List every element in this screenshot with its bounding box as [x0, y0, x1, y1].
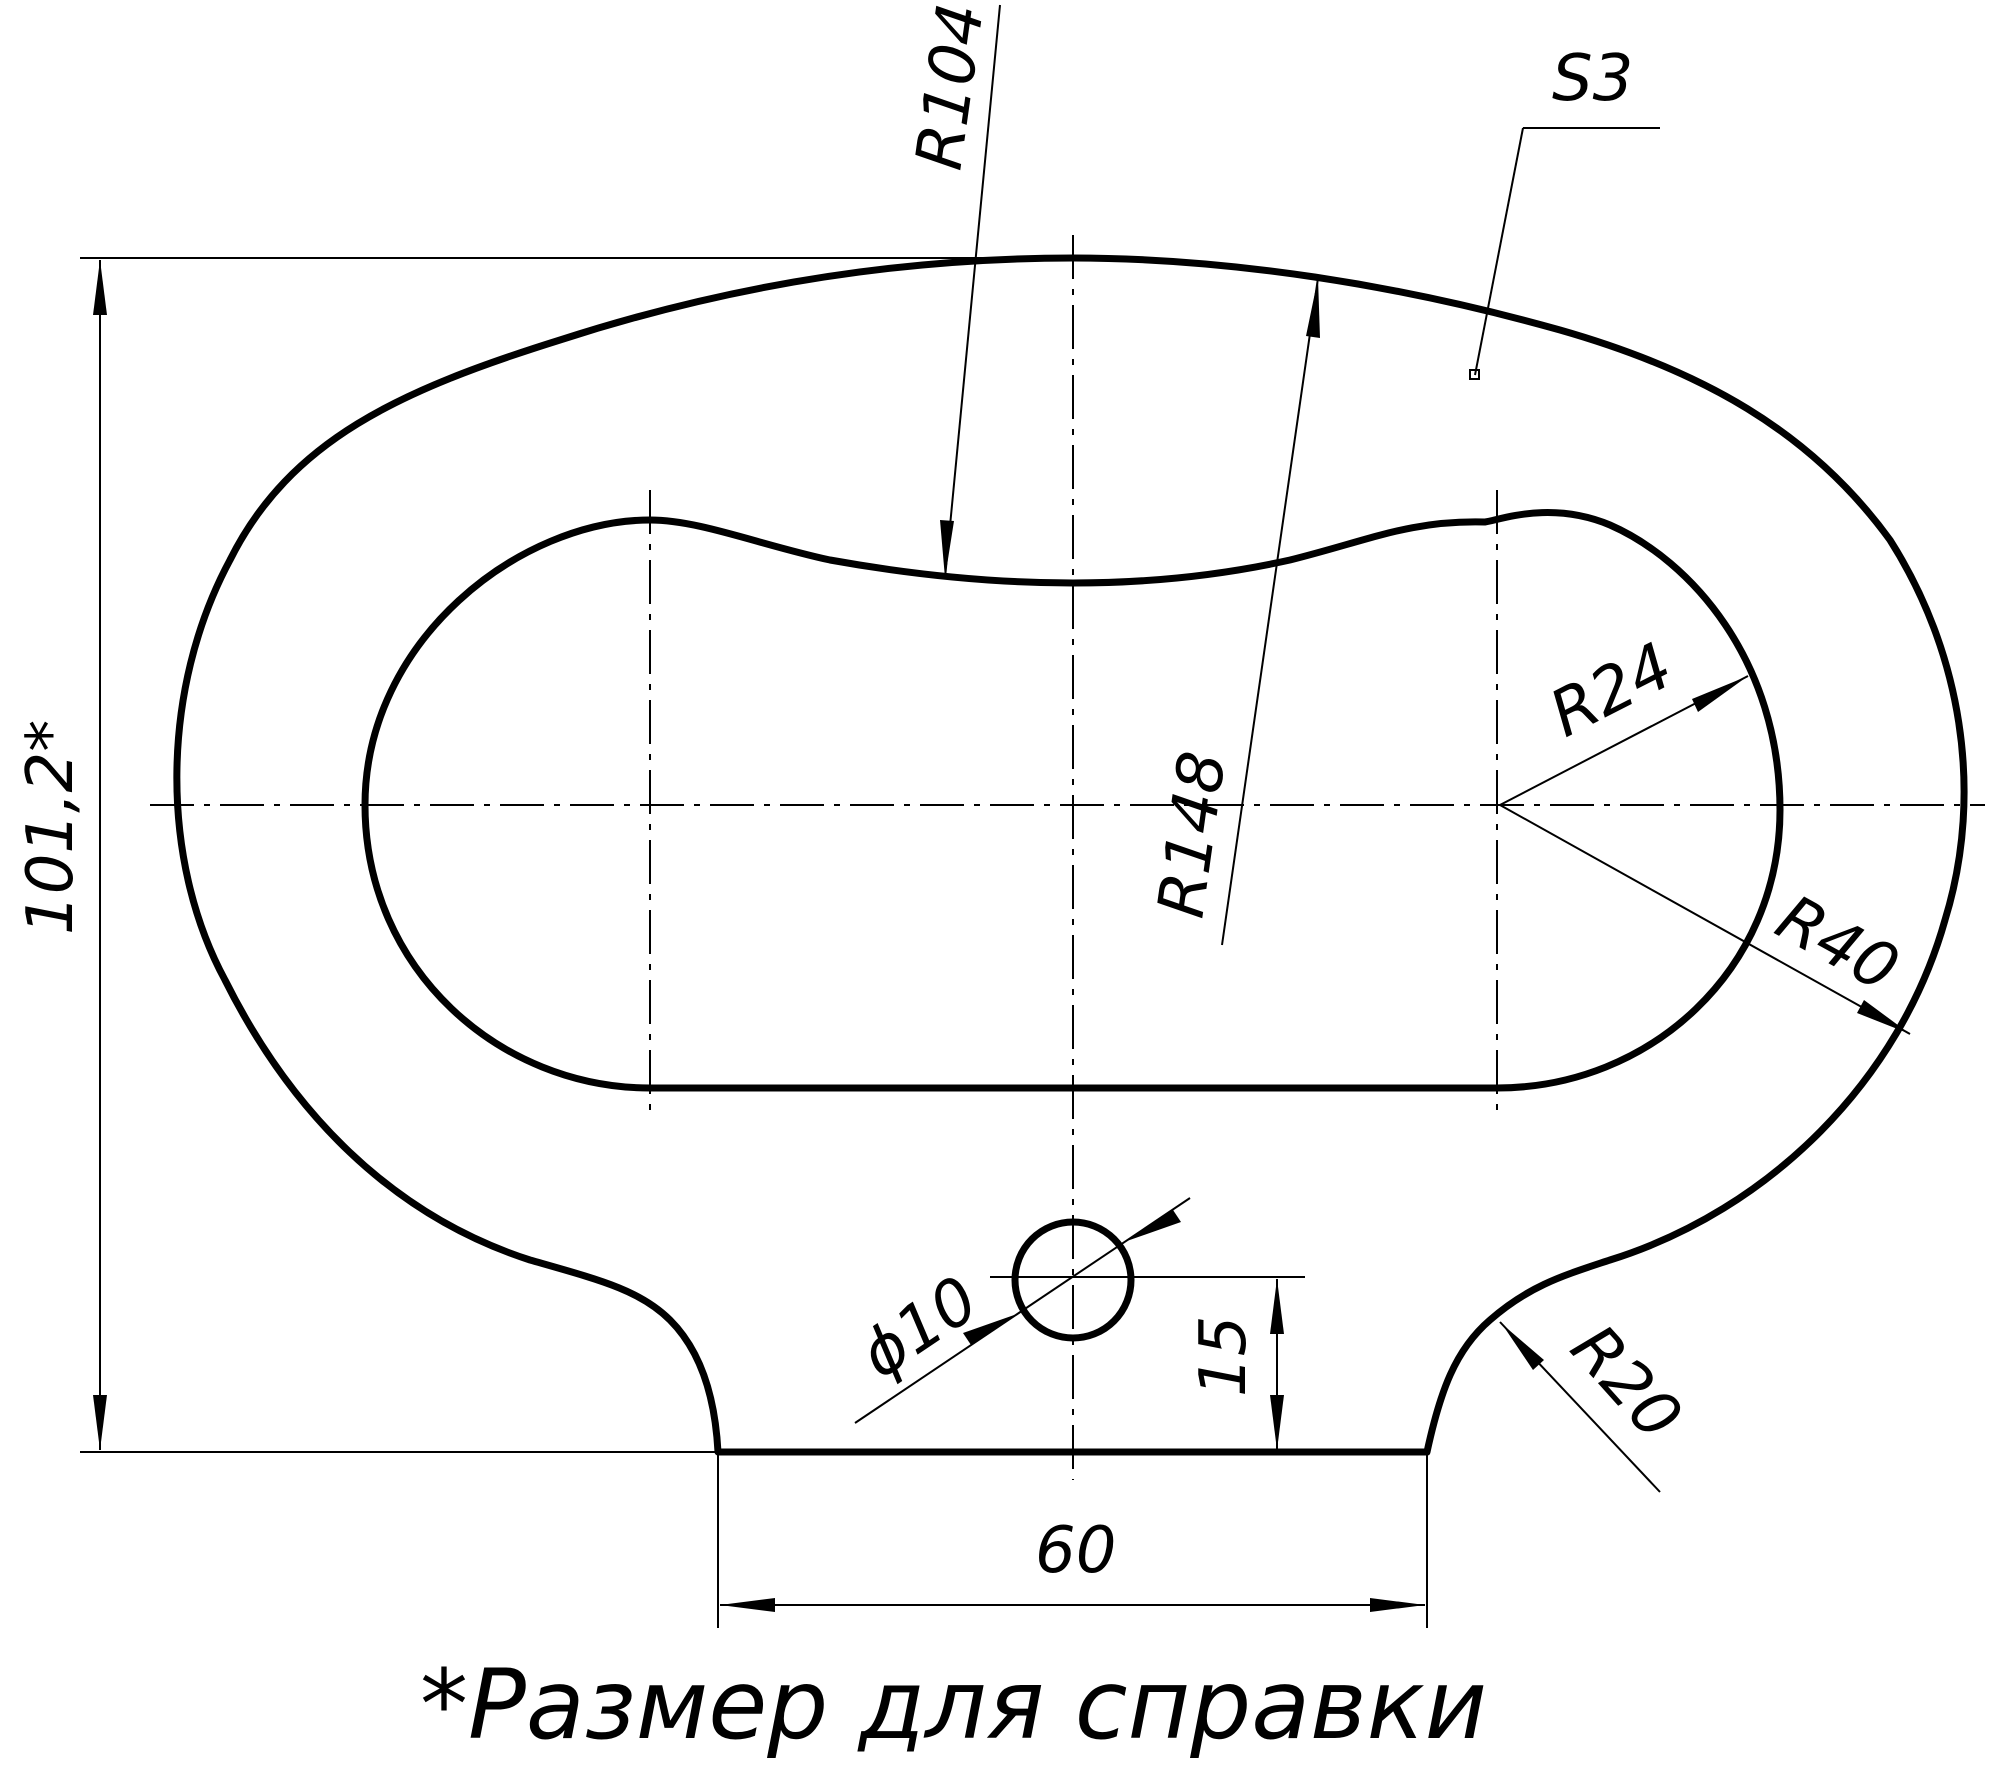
centerlines [150, 235, 1985, 1480]
s3-label: S3 [1552, 42, 1633, 116]
r40-leader [1499, 804, 1911, 1035]
r20-label: R20 [1556, 1311, 1695, 1454]
r104-label: R104 [903, 0, 999, 174]
reference-dimension-note: *Размер для справки [420, 1649, 1487, 1761]
r40-label: R40 [1764, 881, 1910, 1007]
hole-offset-label: 15 [1187, 1316, 1261, 1397]
dimension-texts: R104 S3 R148 R24 R40 101,2* ϕ10 15 R20 6… [14, 0, 1910, 1588]
inner-slot-contour [361, 509, 1784, 1092]
hole-diameter-label: ϕ10 [848, 1263, 992, 1393]
r24-label: R24 [1539, 629, 1685, 752]
base-width-label: 60 [1035, 1514, 1116, 1588]
overall-height-label: 101,2* [14, 720, 88, 935]
outer-contour [173, 254, 1968, 1456]
r104-leader [944, 4, 1001, 579]
s3-leader [1474, 127, 1524, 376]
dimension-lines [93, 4, 1911, 1612]
r148-label: R148 [1145, 747, 1241, 922]
mounting-hole [1011, 1218, 1135, 1342]
extension-lines [80, 257, 1428, 1628]
r148-leader [1221, 277, 1319, 946]
